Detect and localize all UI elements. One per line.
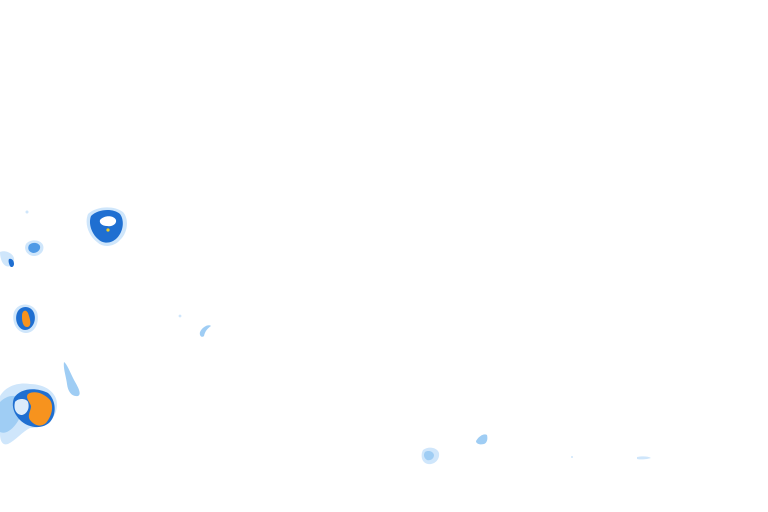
cell-center-fleck [178, 314, 211, 337]
cell-bottom-right-dot [571, 456, 573, 458]
cell-left-small-inner [28, 242, 41, 253]
cell-mid-left [13, 304, 38, 333]
cell-bottom-center [421, 434, 488, 465]
cell-center-fleck-arc [199, 325, 211, 337]
cell-bottom-right [571, 456, 651, 460]
cell-bottom-center-chip [476, 434, 488, 445]
cell-bottom-center-blob-inner [423, 451, 434, 461]
cell-mid-left-core [22, 310, 31, 327]
fleck-b [8, 258, 14, 268]
cell-upper-left-core [106, 228, 110, 232]
cell-center-fleck-dot [178, 314, 182, 318]
cell-lower-left-hole [14, 399, 29, 415]
cell-streak-body [63, 362, 80, 397]
cell-bottom-right-dash [637, 456, 651, 460]
cell-upper-left [86, 207, 127, 246]
cell-lower-left-core [27, 392, 53, 426]
cell-upper-left-hole [99, 216, 117, 227]
cell-streak [63, 362, 80, 397]
cell-lower-left [0, 383, 58, 445]
fleck-c [25, 210, 29, 214]
cell-far-left-flecks [0, 210, 29, 268]
cell-left-small [25, 240, 44, 256]
